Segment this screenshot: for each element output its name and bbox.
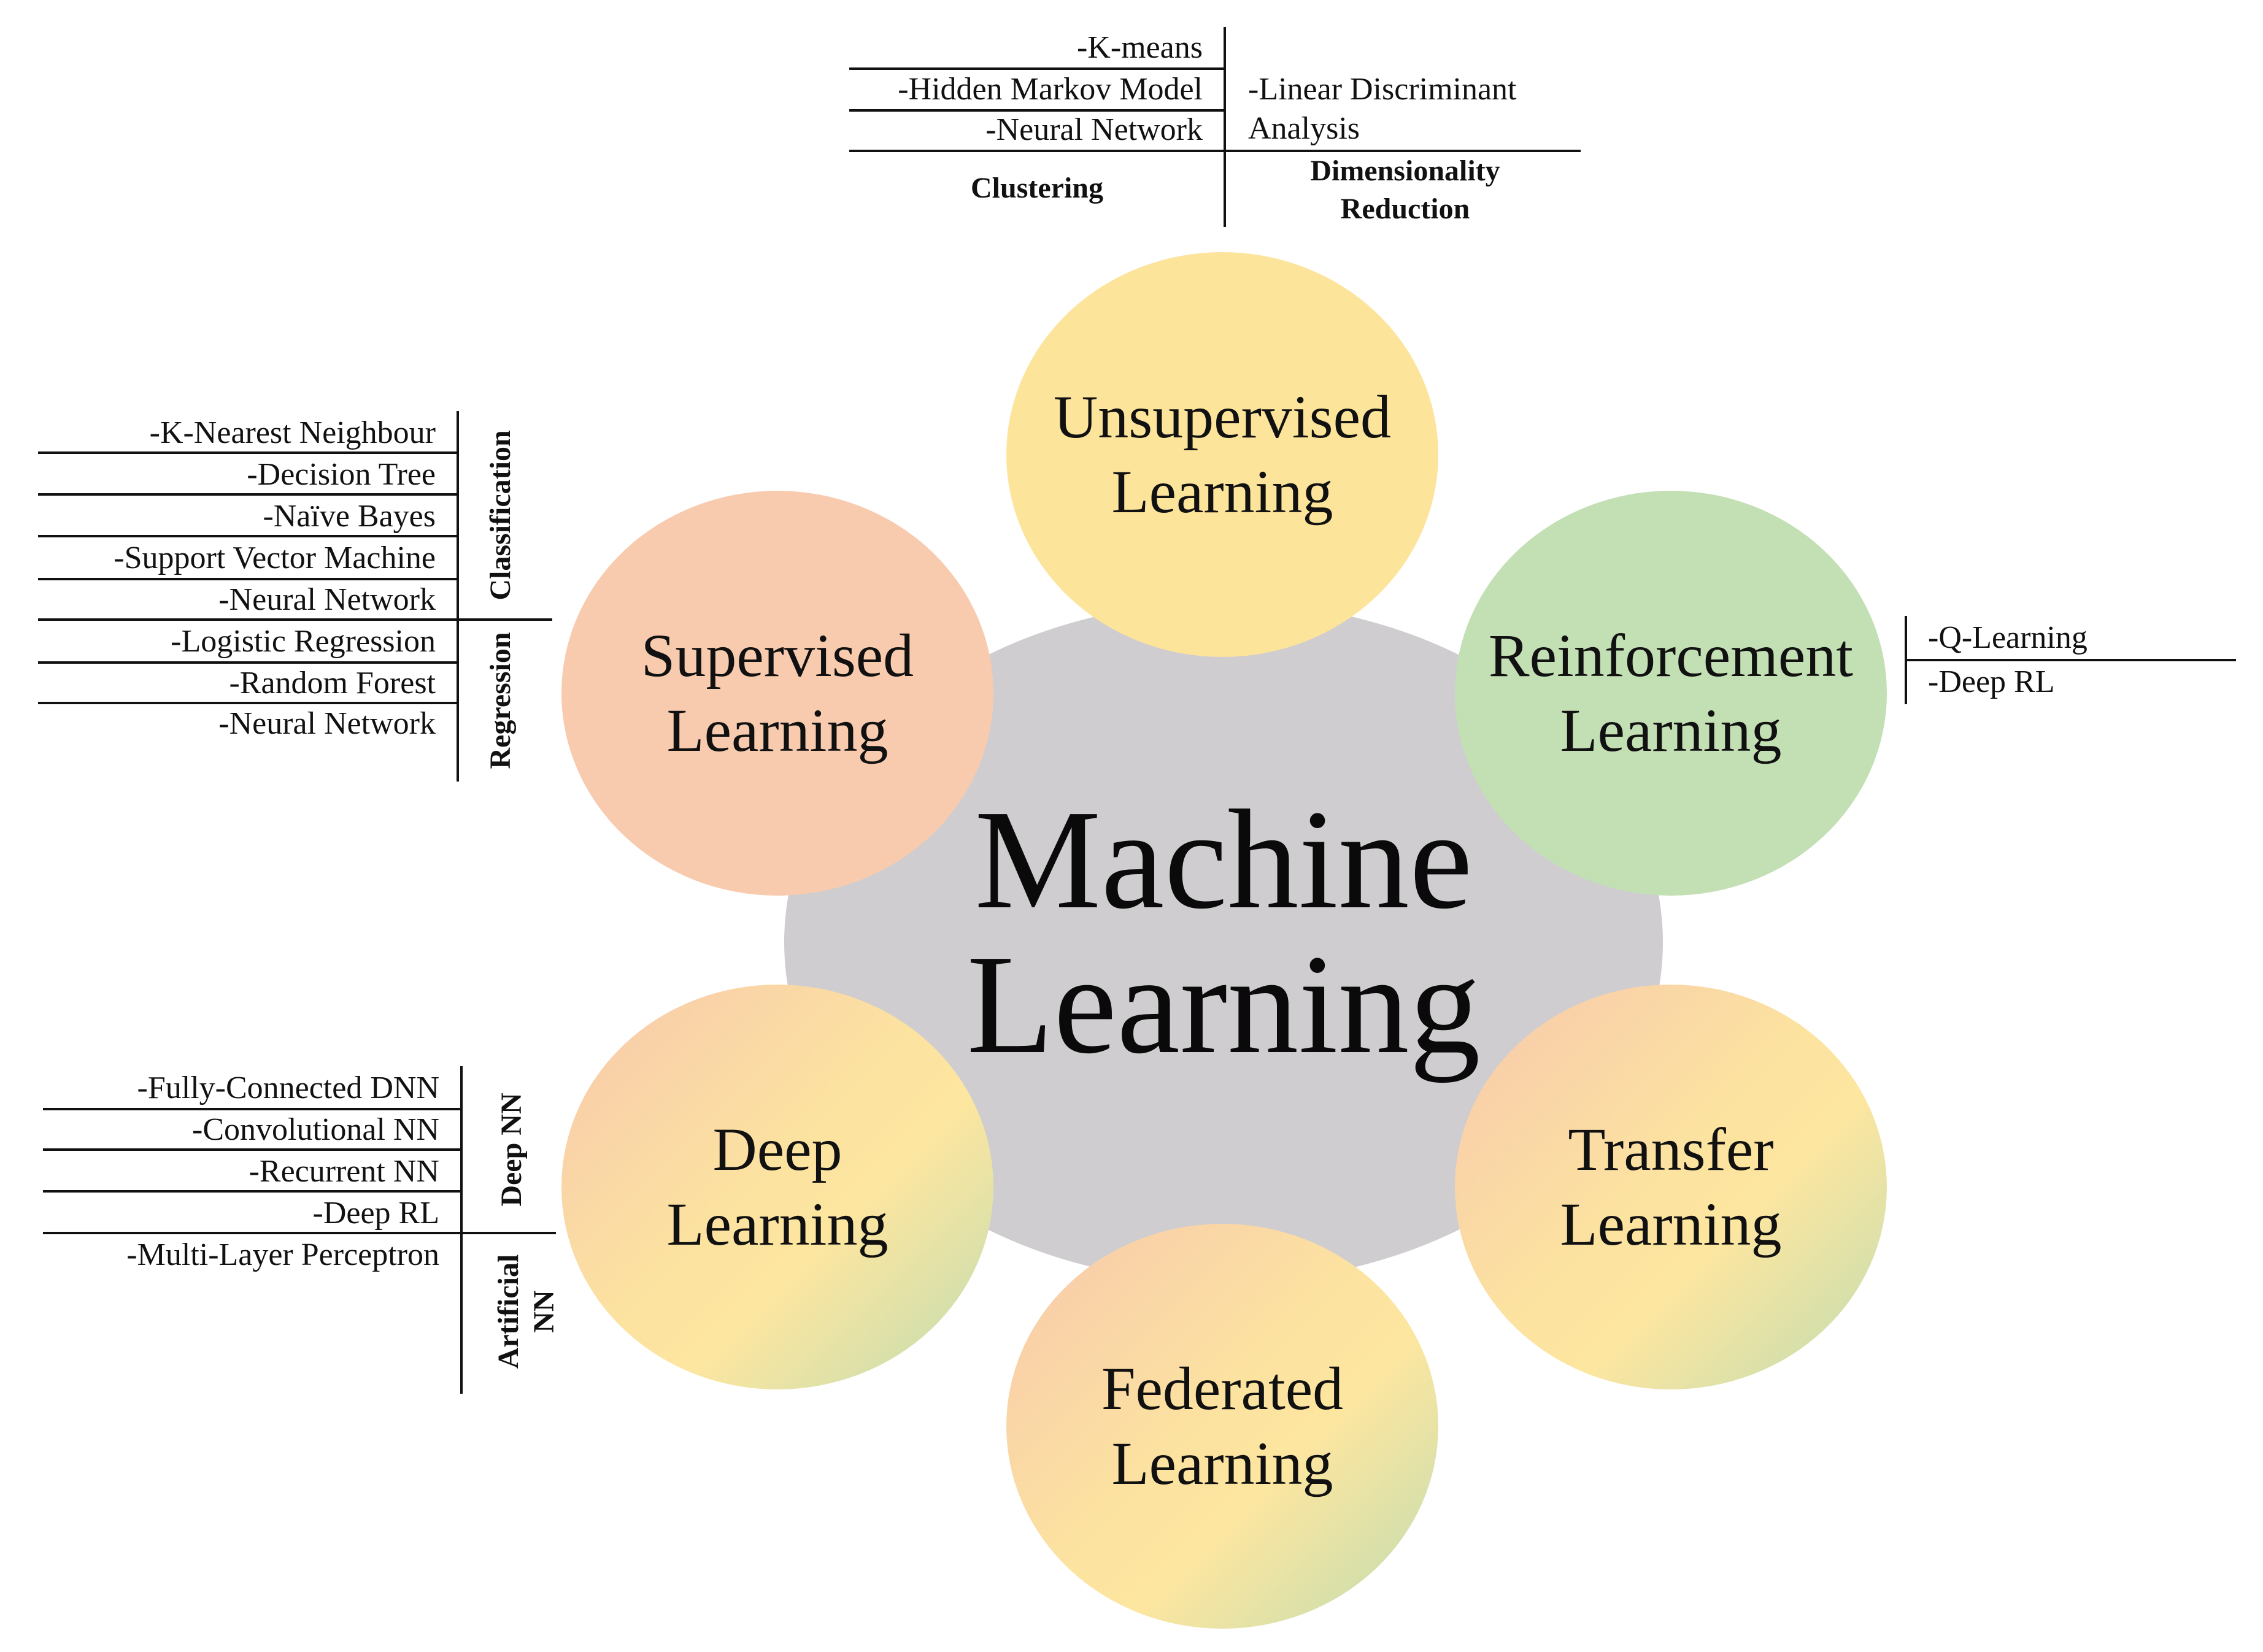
dim-reduction-item: Analysis [1248,111,1360,146]
supervised-title-line1: Supervised [641,621,914,690]
deep-nn-item: -Deep RL [312,1196,439,1231]
reinforcement-item: -Deep RL [1928,664,2055,699]
supervised-title-line2: Learning [666,696,889,764]
dim-reduction-header-line1: Dimensionality [1310,155,1500,187]
table-divider [460,1066,463,1394]
regression-item: -Logistic Regression [171,624,436,659]
transfer-title-line1: Transfer [1568,1115,1774,1183]
machine-learning-title-line1: Machine [974,781,1473,939]
table-rule [38,702,458,704]
table-divider [1224,27,1226,227]
table-rule [849,67,1225,70]
table-rule [43,1108,461,1110]
table-rule [849,150,1581,152]
table-divider [457,411,459,782]
federated-learning-circle: Federated Learning [1006,1224,1438,1629]
transfer-learning-circle: Transfer Learning [1455,985,1887,1389]
reinforcement-title-line1: Reinforcement [1488,621,1854,690]
classification-item: -Neural Network [218,582,436,617]
federated-title-line2: Learning [1111,1429,1333,1497]
clustering-header: Clustering [971,172,1103,204]
deep-title-line2: Learning [666,1190,889,1258]
table-rule [43,1232,556,1234]
deep-learning-circle: Deep Learning [561,985,993,1389]
table-rule [849,109,1225,112]
regression-header: Regression [484,632,517,769]
table-rule [38,451,458,454]
classification-item: -K-Nearest Neighbour [149,415,436,450]
unsupervised-title-line1: Unsupervised [1054,383,1391,451]
ann-header-line2: NN [528,1290,560,1333]
classification-item: -Support Vector Machine [114,540,436,575]
reinforcement-item: -Q-Learning [1928,620,2088,655]
transfer-title-line2: Learning [1560,1190,1782,1258]
regression-item: -Neural Network [218,706,436,741]
clustering-item: -K-means [1076,30,1203,65]
clustering-item: -Hidden Markov Model [898,72,1203,107]
reinforcement-title-line2: Learning [1560,696,1782,764]
deep-nn-item: -Convolutional NN [192,1112,439,1147]
unsupervised-title-line2: Learning [1111,458,1333,526]
machine-learning-title-line2: Learning [966,926,1481,1083]
table-rule [1905,659,2236,661]
ann-header-line1: Artificial [492,1254,525,1369]
classification-header: Classification [484,430,517,601]
dim-reduction-header-line2: Reduction [1340,193,1470,225]
table-rule [38,535,458,537]
table-rule [38,578,458,580]
table-rule [43,1148,461,1151]
table-rule [38,618,552,621]
supervised-learning-circle: Supervised Learning [561,491,993,896]
dim-reduction-item: -Linear Discriminant [1248,72,1517,107]
classification-item: -Decision Tree [247,457,436,492]
deep-title-line1: Deep [712,1115,842,1183]
federated-title-line1: Federated [1101,1354,1344,1423]
deep-nn-item: -Fully-Connected DNN [137,1070,439,1105]
table-rule [43,1190,461,1193]
deep-nn-header: Deep NN [495,1093,528,1207]
clustering-item: -Neural Network [985,112,1203,147]
ann-item: -Multi-Layer Perceptron [126,1237,439,1272]
table-rule [38,661,458,664]
table-rule [38,493,458,496]
deep-nn-item: -Recurrent NN [249,1154,439,1189]
machine-learning-title: Machine Learning [784,788,1663,1077]
unsupervised-learning-circle: Unsupervised Learning [1006,252,1438,657]
classification-item: -Naïve Bayes [263,499,436,534]
regression-item: -Random Forest [229,666,436,701]
reinforcement-learning-circle: Reinforcement Learning [1455,491,1887,896]
